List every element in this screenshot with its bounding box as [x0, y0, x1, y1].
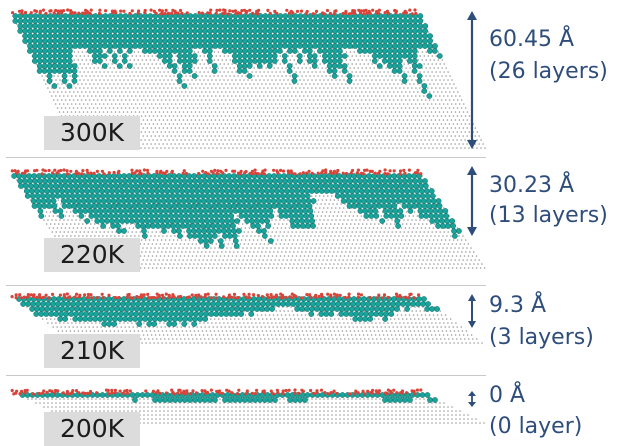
panel-divider — [6, 285, 486, 286]
double-arrow-icon — [462, 166, 482, 236]
thickness-value: 0 Å — [489, 382, 525, 410]
panel-divider — [6, 375, 486, 376]
layer-count: (0 layer) — [489, 413, 582, 441]
thickness-value: 60.45 Å — [489, 26, 574, 54]
panel-210k: 210K 9.3 Å (3 layers) — [0, 290, 619, 370]
layer-count: (13 layers) — [489, 202, 608, 230]
crystal-atoms — [16, 296, 439, 326]
thickness-value: 9.3 Å — [489, 292, 546, 320]
double-arrow-icon — [462, 391, 482, 407]
double-arrow-icon — [462, 10, 482, 150]
temperature-label: 220K — [44, 238, 140, 272]
layer-count: (3 layers) — [489, 324, 594, 352]
double-arrow-icon — [462, 294, 482, 328]
thickness-value: 30.23 Å — [489, 172, 574, 200]
panel-220k: 220K 30.23 Å (13 layers) — [0, 162, 619, 272]
panel-300k: 300K 60.45 Å (26 layers) — [0, 0, 619, 150]
panel-divider — [6, 157, 486, 158]
layer-count: (26 layers) — [489, 58, 608, 86]
temperature-label: 210K — [44, 334, 140, 368]
temperature-label: 300K — [44, 116, 140, 150]
panel-200k: 200K 0 Å (0 layer) — [0, 380, 619, 445]
temperature-label: 200K — [44, 412, 140, 446]
